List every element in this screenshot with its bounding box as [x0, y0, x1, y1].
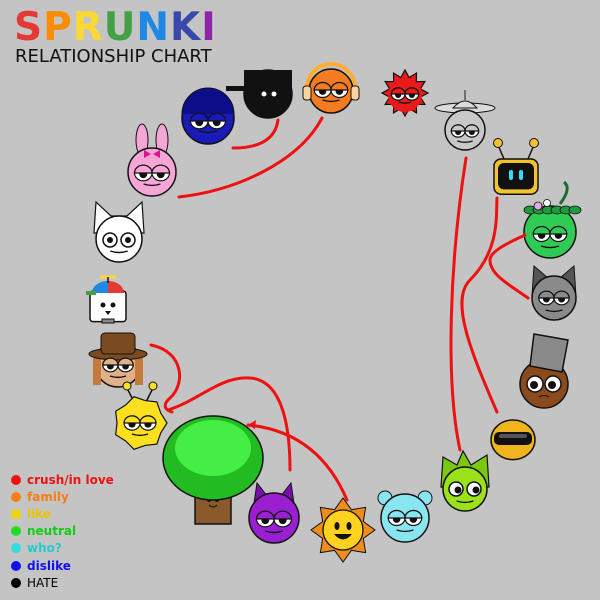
character-gold-robot — [490, 419, 536, 461]
character-red — [380, 68, 430, 118]
legend-item: dislike — [11, 557, 114, 574]
relationship-line-blue-to-black — [231, 118, 280, 150]
legend-dot — [11, 491, 21, 502]
relationship-line-gold-robot-to-robot — [460, 196, 499, 414]
legend-dot — [11, 560, 21, 571]
character-black — [226, 69, 293, 119]
character-lime — [440, 449, 490, 512]
relationship-line-sun-to-tree — [246, 423, 349, 502]
legend-label: family — [27, 489, 69, 504]
chart-subtitle: RELATIONSHIP CHART — [15, 46, 212, 67]
character-gray — [434, 90, 496, 151]
legend-label: crush/in love — [27, 472, 114, 487]
legend-item: like — [11, 505, 114, 522]
title-letter: S — [14, 5, 44, 50]
legend-label: neutral — [27, 524, 77, 539]
character-dark-brown — [519, 333, 569, 409]
character-brown — [88, 332, 148, 388]
character-robot — [493, 138, 539, 195]
character-orange — [302, 62, 360, 114]
legend: crush/in love family like neutral who? dislik… — [11, 471, 114, 591]
character-cyan — [377, 490, 433, 543]
relationship-line-pink-to-orange — [177, 116, 324, 199]
title-letter: R — [72, 5, 104, 50]
legend-dot — [11, 474, 21, 485]
character-pink — [127, 123, 177, 197]
relationship-line-lime-to-gray — [449, 156, 468, 452]
title-letter: I — [201, 5, 217, 50]
legend-item: family — [11, 488, 114, 505]
legend-label: dislike — [27, 558, 71, 573]
character-gray-cat — [531, 264, 577, 321]
title-letter: K — [170, 5, 202, 50]
legend-item: neutral — [11, 523, 114, 540]
relationship-line-gray-cat-to-vine — [488, 233, 530, 300]
legend-dot — [11, 577, 21, 588]
character-computer — [86, 275, 127, 324]
character-sun — [310, 497, 376, 563]
legend-label: like — [27, 506, 52, 521]
legend-dot — [11, 508, 21, 519]
legend-item: who? — [11, 540, 114, 557]
legend-dot — [11, 543, 21, 554]
arrowhead — [248, 420, 256, 429]
legend-item: crush/in love — [11, 471, 114, 488]
character-blue — [181, 87, 235, 145]
character-purple — [248, 481, 300, 544]
legend-label: who? — [27, 541, 62, 556]
sprunki-logo-title: SPRUNKI — [14, 6, 217, 50]
legend-dot — [11, 526, 21, 537]
title-letter: P — [43, 5, 73, 50]
legend-item: HATE — [11, 574, 114, 591]
character-tree — [162, 415, 264, 525]
character-yellow — [115, 381, 168, 451]
relationship-line-tree-to-yellow — [166, 376, 292, 472]
character-vine — [523, 180, 582, 259]
legend-label: HATE — [27, 575, 59, 590]
character-white — [93, 200, 145, 263]
title-letter: U — [103, 5, 137, 50]
title-letter: N — [136, 5, 171, 50]
relationship-line-brown-to-yellow — [149, 343, 182, 414]
